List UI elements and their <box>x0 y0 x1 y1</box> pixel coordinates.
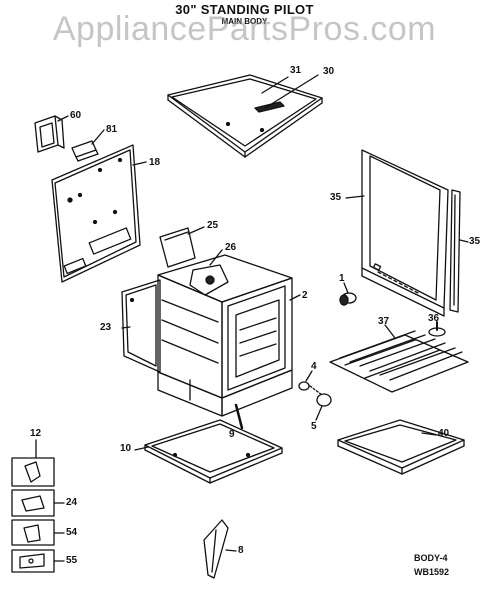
knob-part-1 <box>339 292 357 306</box>
callout-12: 12 <box>30 428 42 439</box>
oven-rack <box>329 330 469 393</box>
part-55-box <box>11 549 55 573</box>
reference-code: WB1592 <box>414 567 450 577</box>
part-24-box <box>11 489 55 517</box>
callout-4: 4 <box>311 361 317 372</box>
callout-60: 60 <box>70 110 82 121</box>
part-36 <box>428 321 446 337</box>
callout-81: 81 <box>106 124 118 135</box>
callout-35-door: 35 <box>330 192 342 203</box>
callout-1: 1 <box>339 273 345 284</box>
oven-body <box>157 254 293 417</box>
part-8 <box>203 519 229 579</box>
part-9 <box>234 403 244 430</box>
callout-26: 26 <box>225 242 237 253</box>
callout-25: 25 <box>207 220 219 231</box>
callout-54: 54 <box>66 527 78 538</box>
callout-18: 18 <box>149 157 161 168</box>
door-seal <box>449 189 461 313</box>
callout-35-seal: 35 <box>469 236 481 247</box>
callout-37: 37 <box>378 316 390 327</box>
callout-2: 2 <box>302 290 308 301</box>
callout-31: 31 <box>290 65 302 76</box>
callout-40: 40 <box>438 428 450 439</box>
bottom-tray <box>144 419 283 484</box>
burner-assembly <box>159 227 229 296</box>
diagram-title: 30" STANDING PILOT <box>175 2 314 17</box>
parts-4-5 <box>298 381 332 407</box>
callout-9: 9 <box>229 429 235 440</box>
oven-door <box>361 149 449 317</box>
watermark: AppliancePartsPros.com <box>52 10 437 48</box>
part-12-box <box>11 457 55 487</box>
callout-23: 23 <box>100 322 112 333</box>
callout-24: 24 <box>66 497 78 508</box>
callout-5: 5 <box>311 421 317 432</box>
callout-36: 36 <box>428 313 440 324</box>
side-panel <box>121 279 161 373</box>
back-panel <box>51 144 141 283</box>
broiler-pan <box>337 419 465 475</box>
diagram-subtitle: MAIN BODY <box>221 17 268 26</box>
callout-10: 10 <box>120 443 132 454</box>
callout-8: 8 <box>238 545 244 556</box>
callout-30: 30 <box>323 66 335 77</box>
part-81 <box>71 140 99 162</box>
body-code: BODY-4 <box>414 553 448 563</box>
bracket-60 <box>34 115 65 153</box>
callout-55: 55 <box>66 555 78 566</box>
part-54-box <box>11 519 55 546</box>
